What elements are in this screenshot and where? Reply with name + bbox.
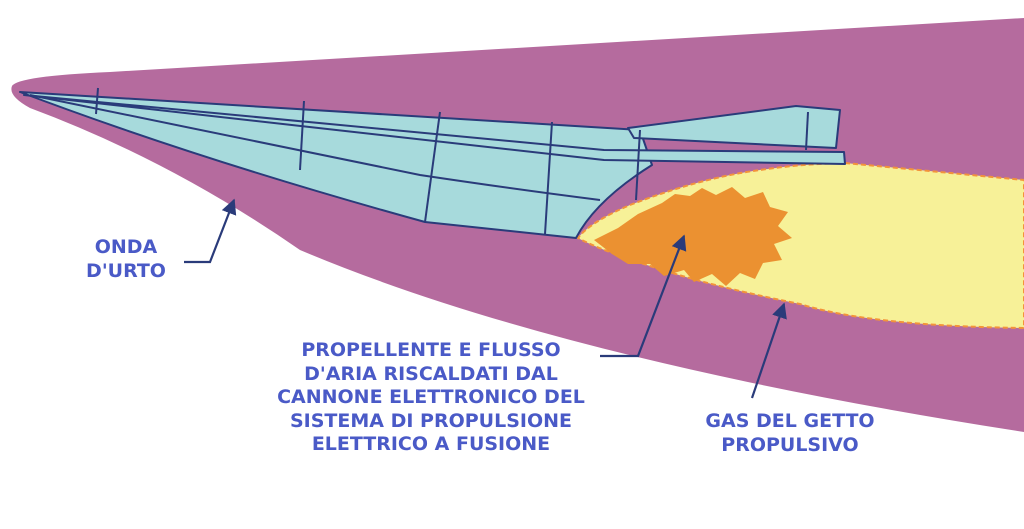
arrow-shock-wave <box>184 198 237 264</box>
leader-arrows <box>184 198 787 399</box>
panel-line-5 <box>635 129 641 201</box>
label-shock-wave-line-2: D'URTO <box>86 259 166 282</box>
label-shock-wave-line-1: ONDA <box>94 236 158 258</box>
panel-line-4 <box>544 121 553 235</box>
label-propellant-line-2: D'ARIA RISCALDATI DAL <box>304 362 558 385</box>
label-jet-gas: GAS DEL GETTO PROPULSIVO <box>690 410 890 457</box>
label-propellant: PROPELLENTE E FLUSSO D'ARIA RISCALDATI D… <box>246 339 616 457</box>
label-propellant-line-5: ELETTRICO A FUSIONE <box>311 433 551 455</box>
aircraft-fuselage <box>19 91 653 239</box>
panel-line-6 <box>805 111 809 151</box>
panel-line-longitudinal <box>29 94 601 201</box>
panel-line-2 <box>299 100 305 171</box>
label-jet-gas-line-1: GAS DEL GETTO <box>705 410 875 432</box>
label-propellant-line-4: SISTEMA DI PROPULSIONE <box>289 409 572 432</box>
label-propellant-line-3: CANNONE ELETTRONICO DEL <box>277 386 585 408</box>
heated-propellant-core <box>594 187 792 286</box>
label-shock-wave: ONDA D'URTO <box>72 236 180 283</box>
arrow-propellant <box>600 234 687 358</box>
panel-lines <box>29 87 809 235</box>
aircraft-wing <box>23 94 846 165</box>
panel-line-3 <box>424 111 441 223</box>
label-propellant-line-1: PROPELLENTE E FLUSSO <box>301 339 561 361</box>
aircraft-tail-fin <box>627 105 841 149</box>
label-jet-gas-line-2: PROPULSIVO <box>721 433 859 456</box>
arrow-jet-gas <box>750 302 787 399</box>
panel-line-1 <box>95 87 99 115</box>
